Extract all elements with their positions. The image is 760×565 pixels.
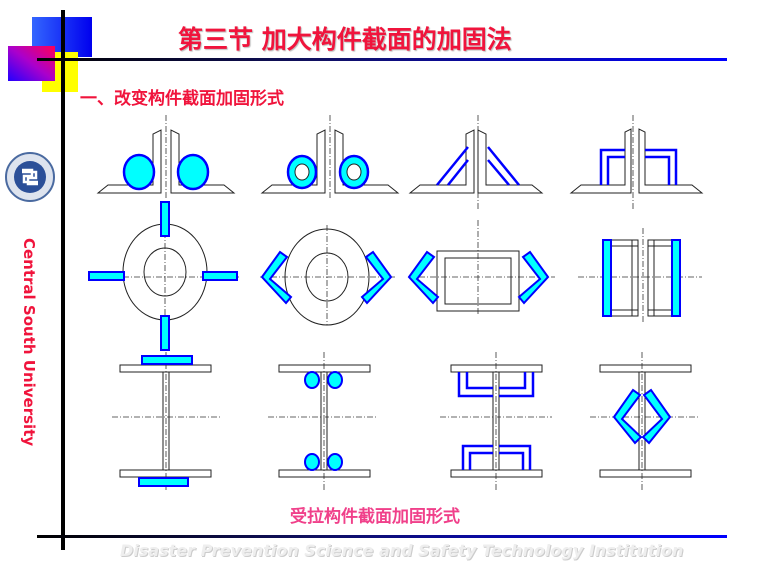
i-beam-2 — [278, 364, 371, 478]
channels-with-plates — [602, 239, 681, 317]
angle-pair-4 — [569, 128, 704, 194]
vertical-rule — [61, 10, 65, 550]
i-beam-1 — [119, 355, 212, 487]
footer-rule — [37, 535, 727, 538]
box-with-angles — [407, 250, 550, 312]
angle-pair-1 — [96, 129, 236, 194]
deco-magenta-square — [8, 46, 55, 81]
section-heading: 一、改变构件截面加固形式 — [80, 89, 284, 109]
figure-caption: 受拉构件截面加固形式 — [290, 507, 460, 527]
university-logo-icon — [5, 152, 55, 202]
angle-pair-2 — [260, 129, 400, 194]
angle-pair-3 — [408, 129, 544, 194]
title-rule — [37, 58, 727, 61]
pipe-with-angles — [260, 228, 393, 326]
i-beam-3 — [450, 364, 543, 478]
footer-text: Disaster Prevention Science and Safety T… — [120, 541, 684, 560]
pipe-with-plates — [88, 201, 238, 351]
page-title: 第三节 加大构件截面的加固法 — [178, 25, 512, 54]
i-beam-4 — [599, 364, 692, 478]
university-name: Central South University — [20, 238, 38, 447]
